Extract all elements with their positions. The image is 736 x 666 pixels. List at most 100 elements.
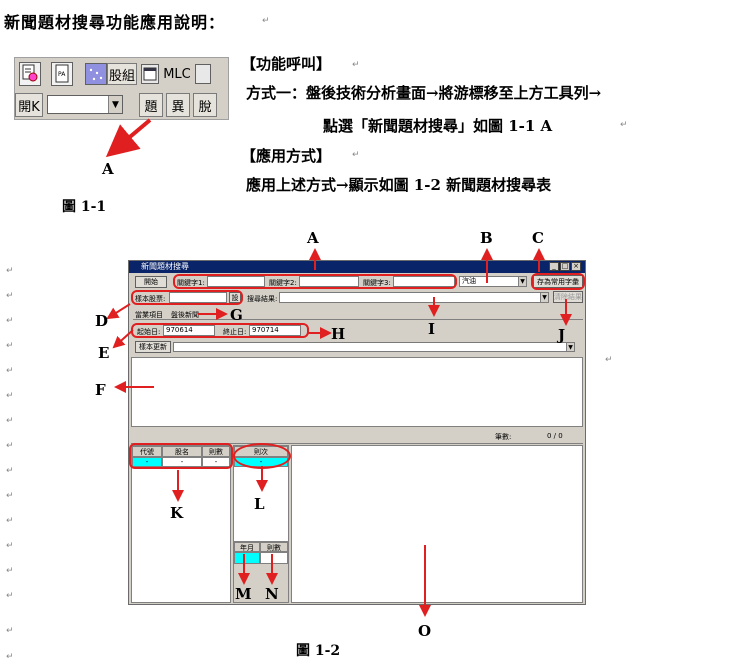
table-cell[interactable]: - <box>132 457 162 467</box>
highlight-save-words <box>531 273 585 290</box>
callout-arrow-a <box>105 118 152 158</box>
keyword2-label: 關鍵字2: <box>269 279 297 287</box>
callout-label-c: C <box>532 229 544 247</box>
minimize-button[interactable]: _ <box>549 262 559 271</box>
paragraph-mark: ↵ <box>6 491 14 501</box>
callout-label-f: F <box>95 381 106 399</box>
keyword3-input[interactable] <box>393 276 455 287</box>
figure-1-1-caption: 圖 1-1 <box>62 199 107 215</box>
tab-after-market-news[interactable]: 盤後新聞 <box>171 311 199 319</box>
count-value: 0 / 0 <box>547 432 563 440</box>
paragraph-mark: ↵ <box>6 516 14 526</box>
callout-label-e: E <box>98 344 110 362</box>
document-icon[interactable]: PA <box>51 62 73 86</box>
callout-label-b: B <box>480 229 493 247</box>
table-cell[interactable]: - <box>162 457 202 467</box>
table-cell[interactable]: - <box>202 457 230 467</box>
svg-text:PA: PA <box>58 71 66 78</box>
search-result-label: 搜尋結果: <box>247 295 278 303</box>
grid-header-name[interactable]: 股名 <box>162 446 202 457</box>
paragraph-mark: ↵ <box>6 291 14 301</box>
callout-label-k: K <box>170 504 184 522</box>
diff-button[interactable]: 異 <box>166 93 190 117</box>
toolbar-dropdown[interactable]: ▼ <box>47 95 123 114</box>
topic-button[interactable]: 題 <box>139 93 163 117</box>
window-titlebar: 新聞題材搜尋 _ □ × <box>129 261 585 273</box>
callout-label-i: I <box>428 320 436 338</box>
paragraph-mark: ↵ <box>6 591 14 601</box>
callout-label-m: M <box>235 585 252 603</box>
close-button[interactable]: × <box>571 262 581 271</box>
set-stock-button[interactable]: 設 <box>229 292 241 303</box>
chevron-down-icon[interactable]: ▼ <box>518 277 526 286</box>
paragraph-mark: ↵ <box>6 441 14 451</box>
keyword1-input[interactable] <box>207 276 265 287</box>
table-cell[interactable] <box>234 552 260 564</box>
chevron-down-icon[interactable]: ▼ <box>566 343 574 351</box>
callout-label-j: J <box>558 326 566 344</box>
paragraph-mark: ↵ <box>6 366 14 376</box>
start-date-label: 起始日: <box>137 328 161 336</box>
end-date-input[interactable]: 970714 <box>249 325 301 336</box>
paragraph-mark: ↵ <box>6 416 14 426</box>
highlight-keywords <box>173 274 457 289</box>
grid-header-code[interactable]: 代號 <box>132 446 162 457</box>
method1-line2: 點選「新聞題材搜尋」如圖 1-1 A <box>323 117 553 135</box>
toolbar-screenshot: PA 股組 MLC 開K ▼ 題 異 脫 <box>14 57 229 120</box>
function-call-heading: 【功能呼叫】 <box>241 55 332 73</box>
cut-button[interactable]: 脫 <box>193 93 217 117</box>
paragraph-mark: ↵ <box>6 566 14 576</box>
chevron-down-icon[interactable]: ▼ <box>108 96 122 113</box>
grid-header-month[interactable]: 年月 <box>234 542 260 552</box>
window-title: 新聞題材搜尋 <box>141 262 189 271</box>
clear-result-button[interactable]: 清除結果 <box>553 291 583 303</box>
method1-line1: 方式一：盤後技術分析畫面→將游標移至上方工具列→ <box>246 84 602 102</box>
tab-review-items[interactable]: 當業項目 <box>135 311 163 319</box>
sample-update-select[interactable]: ▼ <box>173 342 575 352</box>
count-label: 筆數: <box>495 433 512 441</box>
keyword1-label: 關鍵字1: <box>177 279 205 287</box>
grid-header-month-count[interactable]: 則數 <box>260 542 288 552</box>
sample-stock-input[interactable] <box>169 292 227 303</box>
paragraph-mark: ↵ <box>352 150 360 160</box>
start-button[interactable]: 開始 <box>135 276 167 288</box>
open-k-button[interactable]: 開K <box>15 93 43 117</box>
news-search-icon[interactable] <box>19 62 41 86</box>
highlight-stock-grid <box>129 443 233 469</box>
search-result-select[interactable]: ▼ <box>279 292 549 303</box>
maximize-button[interactable]: □ <box>560 262 570 271</box>
callout-label-l: L <box>254 495 265 513</box>
news-detail-pane[interactable] <box>291 445 583 603</box>
paragraph-mark: ↵ <box>262 16 270 26</box>
callout-label-g: G <box>230 306 243 324</box>
paragraph-mark: ↵ <box>6 316 14 326</box>
sample-update-button[interactable]: 樣本更新 <box>135 341 171 353</box>
calendar-icon[interactable] <box>141 64 159 84</box>
keyword2-input[interactable] <box>299 276 359 287</box>
divider <box>133 319 583 320</box>
scatter-icon[interactable] <box>85 63 107 85</box>
fig1-label-a: A <box>102 160 114 178</box>
paragraph-mark: ↵ <box>620 120 628 130</box>
stock-group-button[interactable]: 股組 <box>107 63 137 85</box>
paragraph-mark: ↵ <box>6 391 14 401</box>
paragraph-mark: ↵ <box>6 266 14 276</box>
table-cell[interactable] <box>260 552 288 564</box>
highlight-sample-stock <box>131 290 243 305</box>
start-date-input[interactable]: 970614 <box>163 325 215 336</box>
chevron-down-icon[interactable]: ▼ <box>540 293 548 302</box>
news-content-area[interactable] <box>131 357 583 427</box>
mlc-button[interactable]: MLC <box>163 66 191 82</box>
chart-icon[interactable] <box>195 64 211 84</box>
grid-header-count[interactable]: 則數 <box>202 446 230 457</box>
paragraph-mark: ↵ <box>605 355 613 365</box>
category-select[interactable]: 汽油 ▼ <box>459 276 527 287</box>
figure-1-2-caption: 圖 1-2 <box>296 643 341 659</box>
sample-stock-label: 樣本股票: <box>135 295 166 303</box>
callout-label-h: H <box>331 325 346 343</box>
callout-label-n: N <box>265 585 279 603</box>
callout-label-d: D <box>95 312 109 330</box>
save-common-words-button[interactable]: 存為常用字彙 <box>533 275 583 288</box>
callout-label-o: O <box>418 622 432 640</box>
news-search-window: 新聞題材搜尋 _ □ × 開始 關鍵字1: 關鍵字2: 關鍵字3: 汽油 ▼ 存… <box>128 260 586 605</box>
